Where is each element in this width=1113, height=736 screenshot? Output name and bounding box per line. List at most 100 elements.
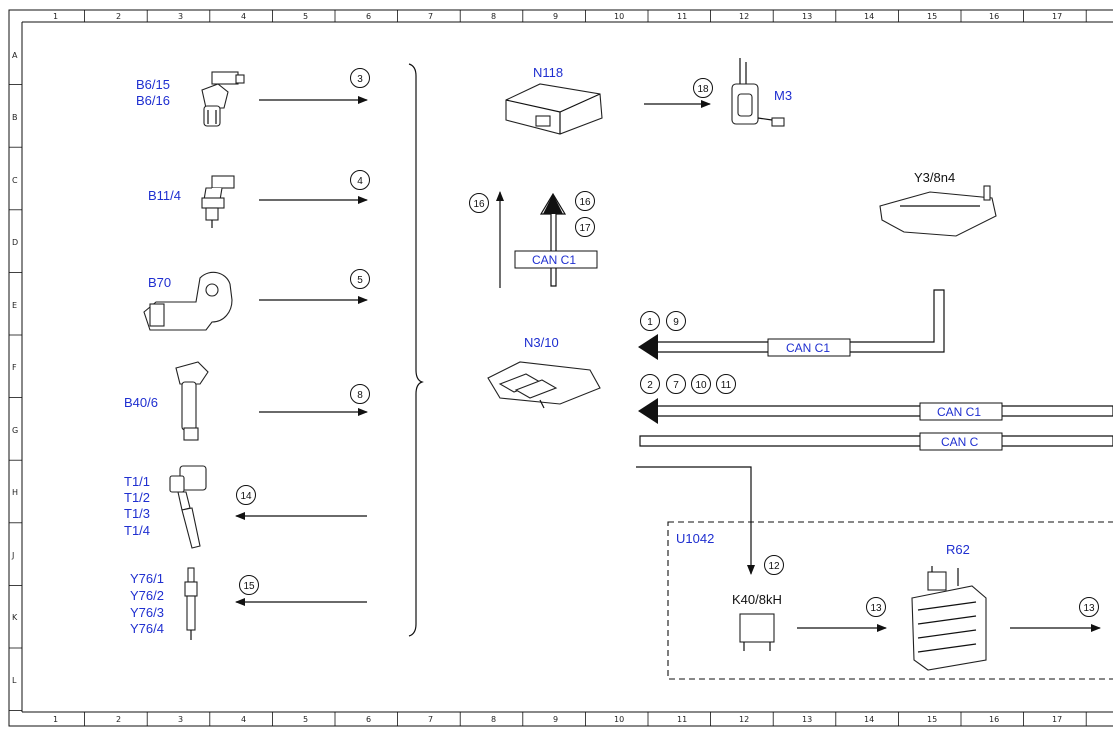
col-label-top: 14 <box>864 12 874 21</box>
col-label-top: 7 <box>428 12 433 21</box>
marker-11: 11 <box>716 374 736 394</box>
col-label-top: 17 <box>1052 12 1062 21</box>
label-y76-2: Y76/2 <box>130 588 164 603</box>
col-label-top: 3 <box>178 12 183 21</box>
grid-column-labels: 1 2 3 4 5 6 7 8 9 10 11 12 13 14 15 16 1… <box>53 12 1062 724</box>
u1042-group-box <box>667 521 1113 680</box>
svg-text:18: 18 <box>697 84 709 95</box>
col-label-bottom: 15 <box>927 715 937 724</box>
col-label-top: 12 <box>739 12 749 21</box>
n118-module-icon <box>505 83 603 135</box>
grid-row-labels: A B C D E F G H J K L <box>11 51 18 685</box>
label-y76-3: Y76/3 <box>130 605 164 620</box>
col-label-bottom: 10 <box>614 715 624 724</box>
label-n118: N118 <box>533 65 563 80</box>
svg-text:15: 15 <box>243 581 255 592</box>
col-label-bottom: 12 <box>739 715 749 724</box>
row-label: H <box>12 488 18 497</box>
label-y3-8n4: Y3/8n4 <box>914 170 955 185</box>
bus-label-box <box>514 250 598 269</box>
row-label: D <box>12 238 18 247</box>
svg-text:8: 8 <box>357 390 363 401</box>
n3-10-ecu-icon <box>487 361 601 409</box>
col-label-top: 15 <box>927 12 937 21</box>
col-label-bottom: 14 <box>864 715 874 724</box>
b40-sensor-icon <box>175 361 209 441</box>
row-label: A <box>12 51 18 60</box>
col-label-top: 16 <box>989 12 999 21</box>
bus-can-c1-y3-arrowhead <box>638 334 658 360</box>
svg-text:3: 3 <box>357 74 363 85</box>
marker-7: 7 <box>666 374 686 394</box>
marker-17: 17 <box>575 217 595 237</box>
bus-can-c <box>639 435 1113 447</box>
b11-sensor-icon <box>201 175 235 228</box>
col-label-bottom: 17 <box>1052 715 1062 724</box>
marker-13-left: 13 <box>866 597 886 617</box>
svg-text:5: 5 <box>357 275 363 286</box>
bus-label-can-c1-right: CAN C1 <box>937 405 981 419</box>
bus-can-c1-right <box>655 405 1113 417</box>
row-label: L <box>12 676 17 685</box>
k40-relay-icon <box>739 613 775 651</box>
col-label-bottom: 6 <box>366 715 371 724</box>
label-u1042: U1042 <box>676 531 714 546</box>
svg-text:4: 4 <box>357 176 363 187</box>
marker-3: 3 <box>350 68 370 88</box>
col-label-top: 9 <box>553 12 558 21</box>
label-b11-4: B11/4 <box>148 188 181 203</box>
marker-14: 14 <box>236 485 256 505</box>
col-label-bottom: 13 <box>802 715 812 724</box>
y3-valve-body-icon <box>879 185 997 237</box>
marker-13-right: 13 <box>1079 597 1099 617</box>
label-b6-15: B6/15 <box>136 77 170 92</box>
svg-text:10: 10 <box>695 380 707 391</box>
label-b40-6: B40/6 <box>124 395 158 410</box>
col-label-top: 2 <box>116 12 121 21</box>
b70-sensor-icon <box>143 271 233 331</box>
label-t1-1: T1/1 <box>124 474 150 489</box>
bus-can-c1-right-arrowhead <box>638 398 658 424</box>
svg-text:9: 9 <box>673 317 679 328</box>
marker-16-left: 16 <box>469 193 489 213</box>
label-b6-16: B6/16 <box>136 93 170 108</box>
col-label-bottom: 4 <box>241 715 246 724</box>
bus-label-box <box>919 432 1003 451</box>
marker-9: 9 <box>666 311 686 331</box>
col-label-top: 13 <box>802 12 812 21</box>
row-label: F <box>12 363 17 372</box>
svg-text:13: 13 <box>1083 603 1095 614</box>
label-k40-8kh: K40/8kH <box>732 592 782 607</box>
svg-text:14: 14 <box>240 491 252 502</box>
marker-5: 5 <box>350 269 370 289</box>
label-y76-1: Y76/1 <box>130 571 164 586</box>
label-r62: R62 <box>946 542 970 557</box>
col-label-top: 1 <box>53 12 58 21</box>
marker-18: 18 <box>693 78 713 98</box>
col-label-top: 8 <box>491 12 496 21</box>
m3-fuel-pump-icon <box>731 58 785 127</box>
row-label: K <box>12 613 18 622</box>
marker-8: 8 <box>350 384 370 404</box>
col-label-bottom: 3 <box>178 715 183 724</box>
svg-text:17: 17 <box>579 223 591 234</box>
col-label-top: 4 <box>241 12 246 21</box>
marker-2: 2 <box>640 374 660 394</box>
grid-frame <box>8 9 1113 727</box>
col-label-bottom: 1 <box>53 715 58 724</box>
col-label-top: 10 <box>614 12 624 21</box>
col-label-bottom: 2 <box>116 715 121 724</box>
svg-text:11: 11 <box>721 380 732 391</box>
marker-10: 10 <box>691 374 711 394</box>
y76-injector-icon <box>184 567 198 640</box>
col-label-bottom: 5 <box>303 715 308 724</box>
arrow-up-bus-head <box>543 194 563 214</box>
svg-text:16: 16 <box>473 199 485 210</box>
row-label: B <box>12 113 18 122</box>
svg-text:2: 2 <box>647 380 653 391</box>
r62-heater-icon <box>911 566 987 671</box>
label-t1-4: T1/4 <box>124 523 150 538</box>
label-n3-10: N3/10 <box>524 335 559 350</box>
arrow-to-k40 <box>636 466 755 575</box>
